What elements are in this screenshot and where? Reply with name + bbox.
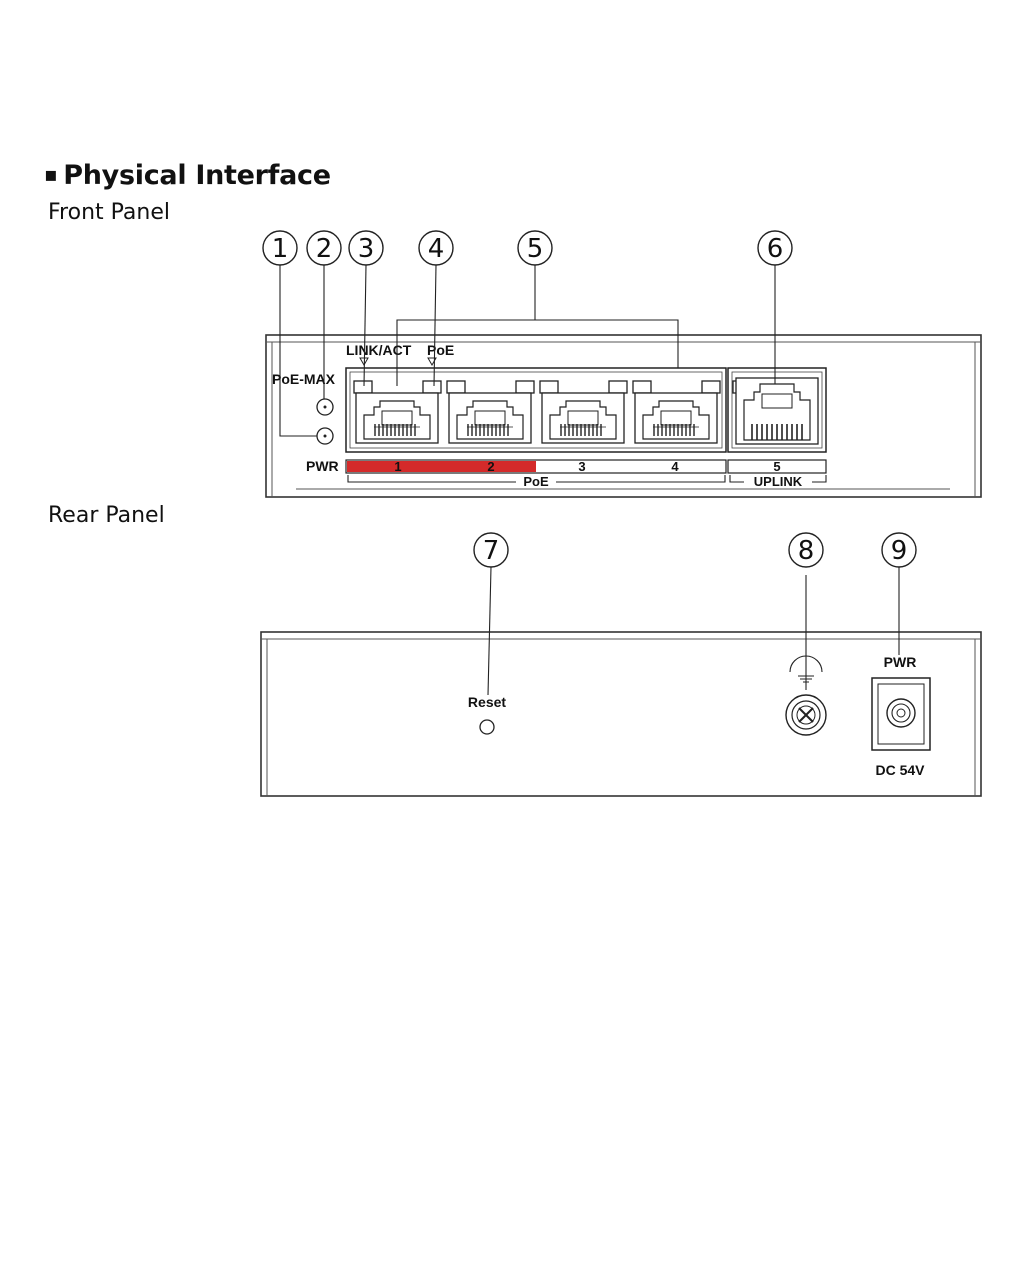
callout-8-circle xyxy=(788,532,824,568)
poe-led-label: PoE xyxy=(427,342,454,358)
ethernet-port-1 xyxy=(353,380,442,444)
section-title: ▪Physical Interface xyxy=(44,160,331,191)
port-label-4: 4 xyxy=(671,459,679,474)
callout-4: 4 xyxy=(428,234,445,264)
dc-voltage-label: DC 54V xyxy=(875,762,925,778)
port-label-3: 3 xyxy=(578,459,585,474)
rear-panel: Reset PWR DC 54V xyxy=(260,575,982,797)
uplink-port-5 xyxy=(732,377,819,445)
callout-1: 1 xyxy=(272,234,289,264)
poe-group-label: PoE xyxy=(523,474,549,489)
ground-screw-icon xyxy=(785,575,827,736)
callout-7: 7 xyxy=(483,536,500,566)
ethernet-port-4 xyxy=(632,380,721,444)
rear-panel-label: Rear Panel xyxy=(48,503,165,528)
callout-6: 6 xyxy=(767,234,784,264)
section-title-text: Physical Interface xyxy=(63,160,331,191)
link-act-label: LINK/ACT xyxy=(346,342,412,358)
reset-button xyxy=(479,719,495,735)
pwr-jack-label: PWR xyxy=(884,654,917,670)
poe-highlight-1-2 xyxy=(347,461,536,472)
port-label-5: 5 xyxy=(773,459,780,474)
ethernet-port-2 xyxy=(446,380,535,444)
front-panel: 1 2 3 4 5 PoE UPLINK PoE-MAX PWR LINK/AC… xyxy=(265,334,982,498)
ethernet-port-3 xyxy=(539,380,628,444)
reset-label: Reset xyxy=(468,694,506,710)
uplink-group-label: UPLINK xyxy=(754,474,803,489)
poe-max-label: PoE-MAX xyxy=(272,371,336,387)
callout-9: 9 xyxy=(891,536,908,566)
rear-callouts: 7 8 9 xyxy=(473,532,917,696)
port-label-1: 1 xyxy=(394,459,401,474)
pwr-led-label: PWR xyxy=(306,458,339,474)
callout-2: 2 xyxy=(316,234,333,264)
bullet-icon: ▪ xyxy=(44,162,58,186)
callout-5: 5 xyxy=(527,234,544,264)
callout-3: 3 xyxy=(358,234,375,264)
front-panel-label: Front Panel xyxy=(48,200,170,225)
callout-8: 8 xyxy=(798,536,815,566)
front-callouts: 1 2 3 4 5 6 xyxy=(262,230,793,437)
port-label-2: 2 xyxy=(487,459,494,474)
dc-power-jack xyxy=(871,677,931,751)
